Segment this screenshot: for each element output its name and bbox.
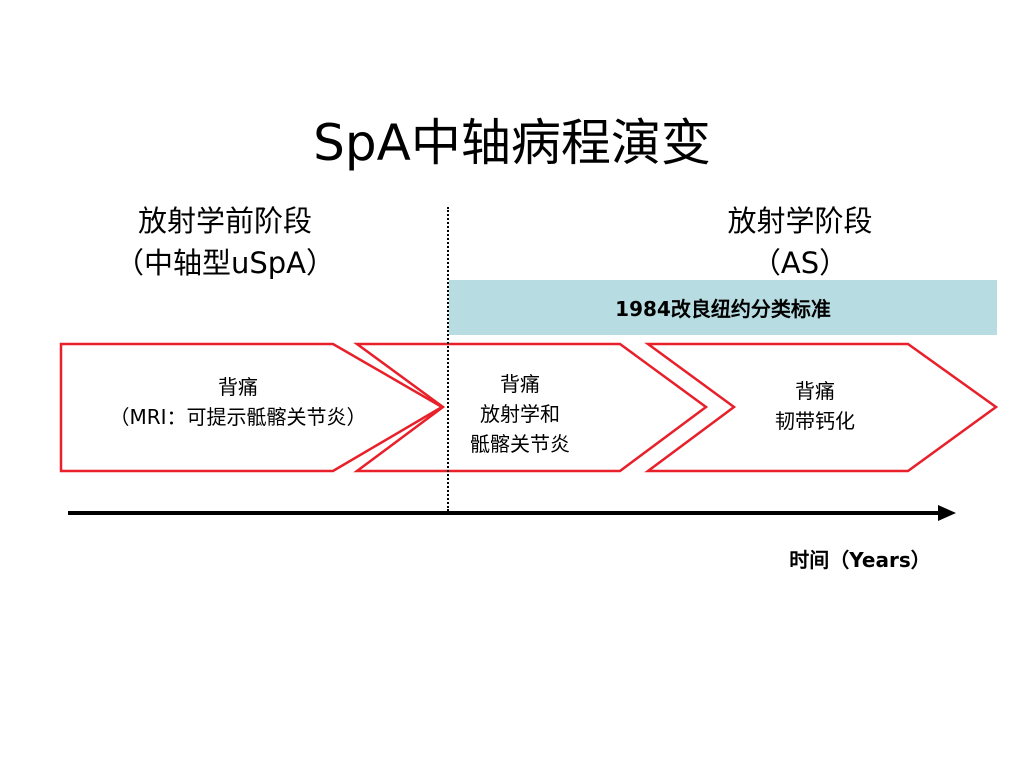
stage-box-3-line1: 背痛 [795, 379, 835, 403]
radiographic-stage-label: 放射学阶段 （AS） [640, 200, 960, 284]
time-axis-arrowhead [938, 505, 956, 521]
stage-box-2-line1: 背痛 [500, 372, 540, 396]
preradiographic-stage-line1: 放射学前阶段 [137, 204, 312, 238]
preradiographic-stage-label: 放射学前阶段 （中轴型uSpA） [70, 200, 380, 284]
stage-divider-line [447, 207, 449, 511]
stage-box-1-line1: 背痛 [218, 375, 258, 399]
stage-box-3-text: 背痛 韧带钙化 [720, 376, 910, 436]
stage-arrow-1 [59, 342, 445, 473]
criteria-label: 1984改良纽约分类标准 [615, 297, 831, 321]
stage-arrow-3 [644, 342, 999, 473]
stage-box-2-line3: 骶髂关节炎 [470, 432, 570, 456]
stage-box-3-line2: 韧带钙化 [775, 409, 855, 433]
criteria-band: 1984改良纽约分类标准 [449, 280, 997, 335]
slide-title: SpA中轴病程演变 [313, 114, 711, 172]
preradiographic-stage-line2: （中轴型uSpA） [114, 246, 336, 280]
radiographic-stage-line2: （AS） [751, 246, 849, 280]
stage-box-2-text: 背痛 放射学和 骶髂关节炎 [440, 369, 600, 459]
radiographic-stage-line1: 放射学阶段 [727, 204, 873, 238]
stage-box-1-line2: （MRI：可提示骶髂关节炎） [109, 405, 367, 429]
time-axis-label: 时间（Years） [789, 548, 931, 572]
stage-arrow-2 [353, 342, 709, 473]
stage-box-1-text: 背痛 （MRI：可提示骶髂关节炎） [68, 372, 408, 432]
stage-box-2-line2: 放射学和 [480, 402, 560, 426]
